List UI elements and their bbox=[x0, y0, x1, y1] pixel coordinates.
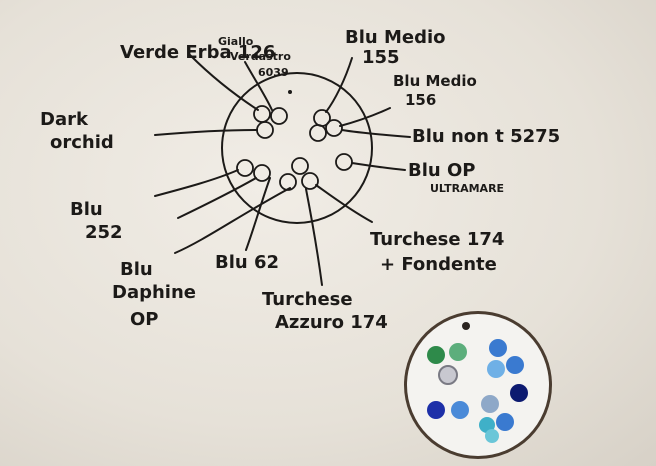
label-blu-op-line1: Blu OP bbox=[408, 160, 475, 181]
enamel-sample-disc bbox=[404, 311, 552, 459]
chip-green-1 bbox=[427, 346, 445, 364]
chip-dark-blue-1 bbox=[427, 401, 445, 419]
chip-blue-1 bbox=[489, 339, 507, 357]
label-verde-erba: Verde Erba 126 bbox=[120, 42, 275, 63]
label-turchese-azzurro-line1: Turchese bbox=[262, 289, 353, 310]
label-blu-medio-156-line1: Blu Medio bbox=[393, 72, 477, 90]
label-blu-medio-156-line2: 156 bbox=[405, 91, 436, 109]
label-blu-medio-155-line2: 155 bbox=[362, 47, 400, 68]
label-blu-62: Blu 62 bbox=[215, 252, 279, 273]
leader-lines bbox=[154, 54, 411, 286]
label-giallo-line3: 6039 bbox=[258, 66, 289, 79]
label-blu-252-line1: Blu bbox=[70, 199, 103, 220]
chip-turquoise-2 bbox=[485, 429, 499, 443]
chip-grey-blue-1 bbox=[481, 395, 499, 413]
chip-blue-5 bbox=[496, 413, 514, 431]
chip-blue-2 bbox=[506, 356, 524, 374]
chip-navy bbox=[510, 384, 528, 402]
label-blu-daphine-line1: Blu bbox=[120, 259, 153, 280]
chip-blue-3 bbox=[487, 360, 505, 378]
label-blu-medio-155-line1: Blu Medio bbox=[345, 27, 446, 48]
center-dot bbox=[288, 90, 292, 94]
chip-silver bbox=[438, 365, 458, 385]
label-giallo-line1: Giallo bbox=[218, 35, 254, 48]
chip-blue-4 bbox=[451, 401, 469, 419]
label-blu-daphine-line3: OP bbox=[130, 309, 159, 330]
label-blu-non-t: Blu non t 5275 bbox=[412, 126, 560, 147]
label-turchese-fondente-line2: + Fondente bbox=[380, 254, 497, 275]
label-blu-252-line2: 252 bbox=[85, 222, 123, 243]
label-turchese-fondente-line1: Turchese 174 bbox=[370, 229, 504, 250]
label-giallo-line2: Verdastro bbox=[230, 50, 291, 63]
chip-turquoise-1 bbox=[479, 417, 495, 433]
label-blu-daphine-line2: Daphine bbox=[112, 282, 196, 303]
label-dark-orchid-line1: Dark bbox=[40, 109, 89, 130]
chip-green-2 bbox=[449, 343, 467, 361]
label-turchese-azzurro-line2: Azzuro 174 bbox=[275, 312, 388, 333]
label-blu-op-line2: ULTRAMARE bbox=[430, 182, 504, 195]
drawn-sample-circles bbox=[236, 105, 353, 191]
label-dark-orchid-line2: orchid bbox=[50, 132, 114, 153]
main-circle bbox=[221, 72, 373, 224]
